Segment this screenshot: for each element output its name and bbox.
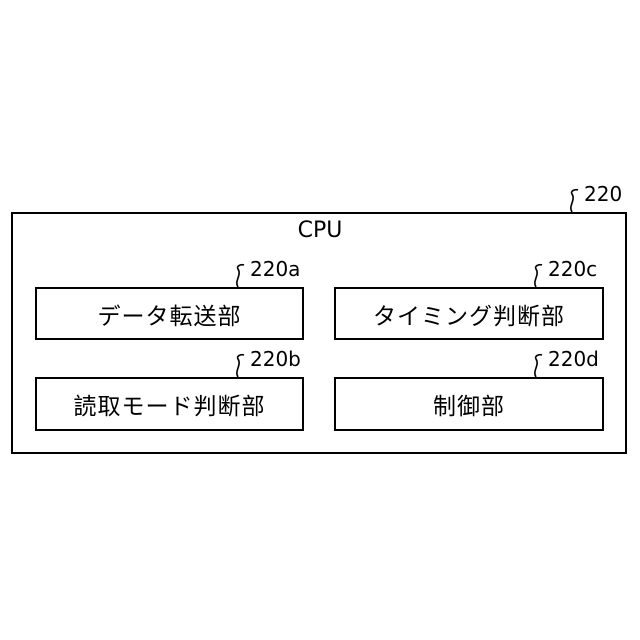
- ref-220b: 220b: [250, 347, 301, 371]
- timing-judgment-unit-label: タイミング判断部: [373, 297, 565, 331]
- ref-220d: 220d: [548, 347, 599, 371]
- read-mode-judgment-unit-box: 読取モード判断部: [35, 377, 304, 431]
- ref-220a: 220a: [250, 257, 300, 281]
- timing-judgment-unit-box: タイミング判断部: [334, 287, 604, 340]
- cpu-title: CPU: [0, 218, 640, 244]
- data-transfer-unit-box: データ転送部: [35, 287, 304, 340]
- ref-220: 220: [584, 182, 622, 206]
- leader-220: [571, 190, 578, 212]
- data-transfer-unit-label: データ転送部: [98, 297, 242, 331]
- read-mode-judgment-unit-label: 読取モード判断部: [74, 387, 266, 421]
- control-unit-box: 制御部: [334, 377, 604, 431]
- control-unit-label: 制御部: [433, 387, 505, 421]
- ref-220c: 220c: [548, 257, 597, 281]
